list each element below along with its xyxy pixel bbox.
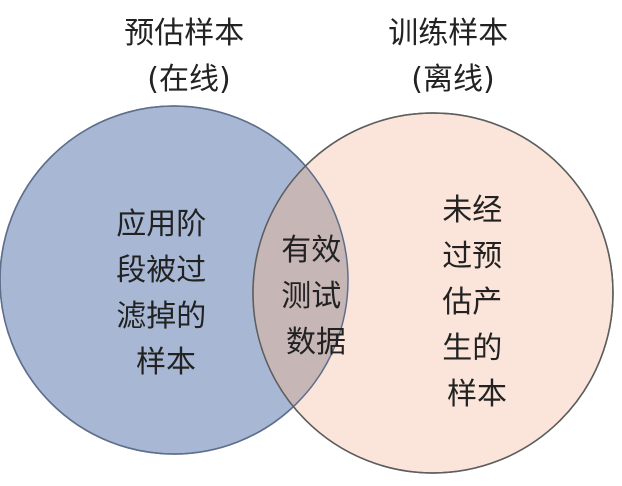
- left-set-label: 应用阶 段被过 滤掉的 样本: [116, 207, 216, 380]
- right-set-title: 训练样本 (离线): [388, 16, 518, 97]
- left-set-label-line: 滤掉的: [116, 299, 206, 334]
- left-set-title: 预估样本 (在线): [124, 16, 254, 97]
- left-set-label-line: 段被过: [116, 253, 206, 288]
- right-set-title-line: (离线): [411, 62, 494, 97]
- right-set-label-line: 过预: [442, 239, 502, 274]
- left-set-outline: [0, 105, 349, 455]
- right-set-label-line: 生的: [442, 331, 502, 366]
- intersection-label-line: 数据: [286, 325, 346, 360]
- right-set-title-line: 训练样本: [388, 16, 508, 51]
- intersection-label-line: 有效: [281, 233, 341, 268]
- left-set-label-line: 样本: [136, 345, 196, 380]
- right-set-label-line: 未经: [442, 193, 502, 228]
- left-set-title-line: (在线): [147, 62, 230, 97]
- right-set-label-line: 样本: [447, 377, 507, 412]
- left-set-label-line: 应用阶: [116, 207, 206, 242]
- left-set-title-line: 预估样本: [124, 16, 244, 51]
- right-set-label: 未经 过预 估产 生的 样本: [442, 193, 512, 412]
- right-set-outline: [252, 112, 614, 474]
- right-set-label-line: 估产: [442, 285, 502, 320]
- intersection-label-line: 测试: [281, 279, 341, 314]
- intersection-label: 有效 测试 数据: [281, 233, 351, 360]
